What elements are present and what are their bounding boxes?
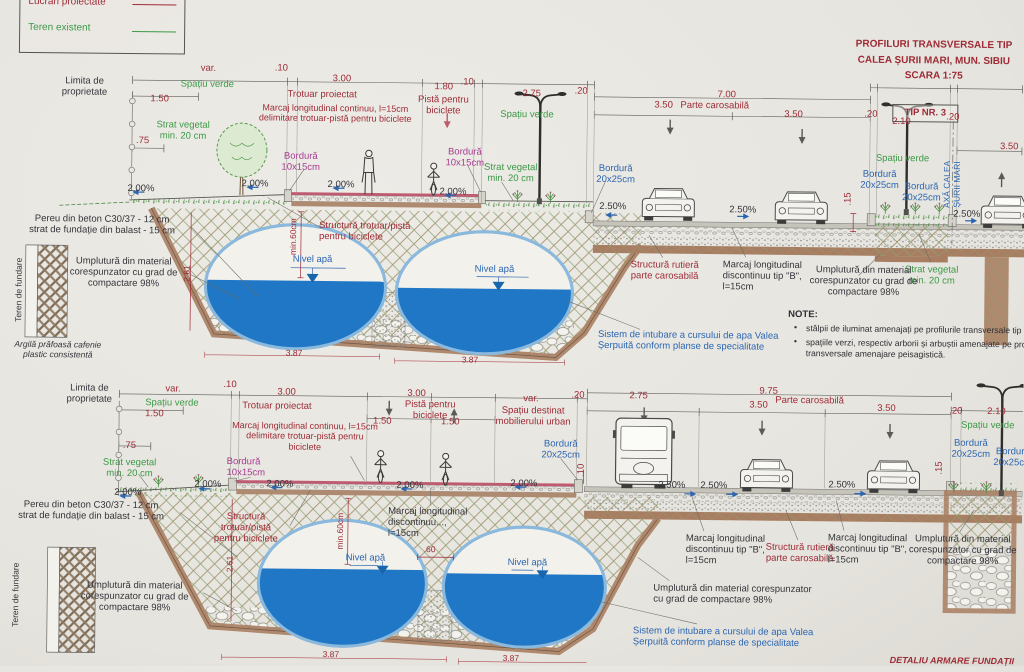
legend-item-proiectate: Lucrări proiectate — [28, 0, 106, 8]
title-block: PROFILURI TRANSVERSALE TIP CALEA ȘURII M… — [841, 36, 1024, 84]
lane-arrow-icon — [384, 399, 394, 417]
note-item: spațiile verzi, respectiv arborii și arb… — [794, 337, 1024, 363]
legend-line-existent-icon — [132, 31, 177, 33]
profile-type-badge: TIP NR. 3 — [892, 103, 959, 123]
notes-list: stâlpii de iluminat amenajați pe profilu… — [788, 323, 1024, 363]
cyclist-figure — [438, 452, 453, 486]
slope-arrow-icon — [245, 183, 260, 191]
lower-profile-drawing — [46, 382, 1024, 665]
bus-figure — [611, 417, 676, 490]
cyclist-figure — [426, 162, 441, 196]
slope-arrow-icon — [331, 184, 346, 192]
detail-reference: DETALIU ARMARE FUNDAȚII — [889, 654, 1015, 667]
drawing-title-line1: PROFILURI TRANSVERSALE TIP — [855, 38, 1013, 52]
drawing-title-line2: CALEA ȘURII MARI, MUN. SIBIU — [857, 54, 1011, 67]
pedestrian-figure — [361, 149, 376, 196]
car-figure — [739, 458, 794, 493]
water-level-symbol — [349, 561, 549, 580]
note-item: stâlpii de iluminat amenajați pe profilu… — [794, 323, 1024, 338]
car-figure — [641, 187, 696, 222]
notes-heading: NOTE: — [788, 308, 818, 321]
lane-arrow-icon — [797, 128, 807, 145]
car-figure — [866, 460, 921, 494]
tree-icon — [215, 122, 268, 196]
car-figure — [774, 191, 828, 225]
water-level-symbol — [290, 267, 529, 291]
slope-arrow-icon — [736, 212, 750, 221]
streetlight-icon — [974, 382, 1024, 498]
lane-arrow-icon — [665, 118, 675, 136]
shrub-icon — [933, 202, 945, 215]
drawing-scale: SCARA 1:75 — [904, 70, 963, 82]
cyclist-figure — [373, 450, 388, 484]
shrub-icon — [879, 201, 891, 215]
lane-arrow-icon — [997, 171, 1006, 188]
lane-arrow-icon — [442, 112, 452, 130]
notes-block: NOTE: stâlpii de iluminat amenajați pe p… — [788, 309, 1024, 365]
legend-item-existent: Teren existent — [28, 21, 91, 34]
slope-arrow-icon — [964, 217, 978, 225]
legend-line-proiectate-icon — [132, 4, 177, 6]
lane-arrow-icon — [449, 407, 459, 425]
shrub-icon — [909, 201, 921, 215]
upper-profile-drawing — [24, 76, 1024, 366]
streetlight-icon — [512, 90, 568, 206]
shrub-icon — [192, 473, 204, 487]
car-figure — [980, 195, 1024, 229]
shrub-icon — [511, 189, 523, 203]
lane-arrow-icon — [757, 419, 767, 437]
legend-box: Lucrări proiectate Teren existent — [18, 0, 186, 55]
shrub-icon — [152, 474, 164, 488]
lane-arrow-icon — [885, 423, 895, 440]
